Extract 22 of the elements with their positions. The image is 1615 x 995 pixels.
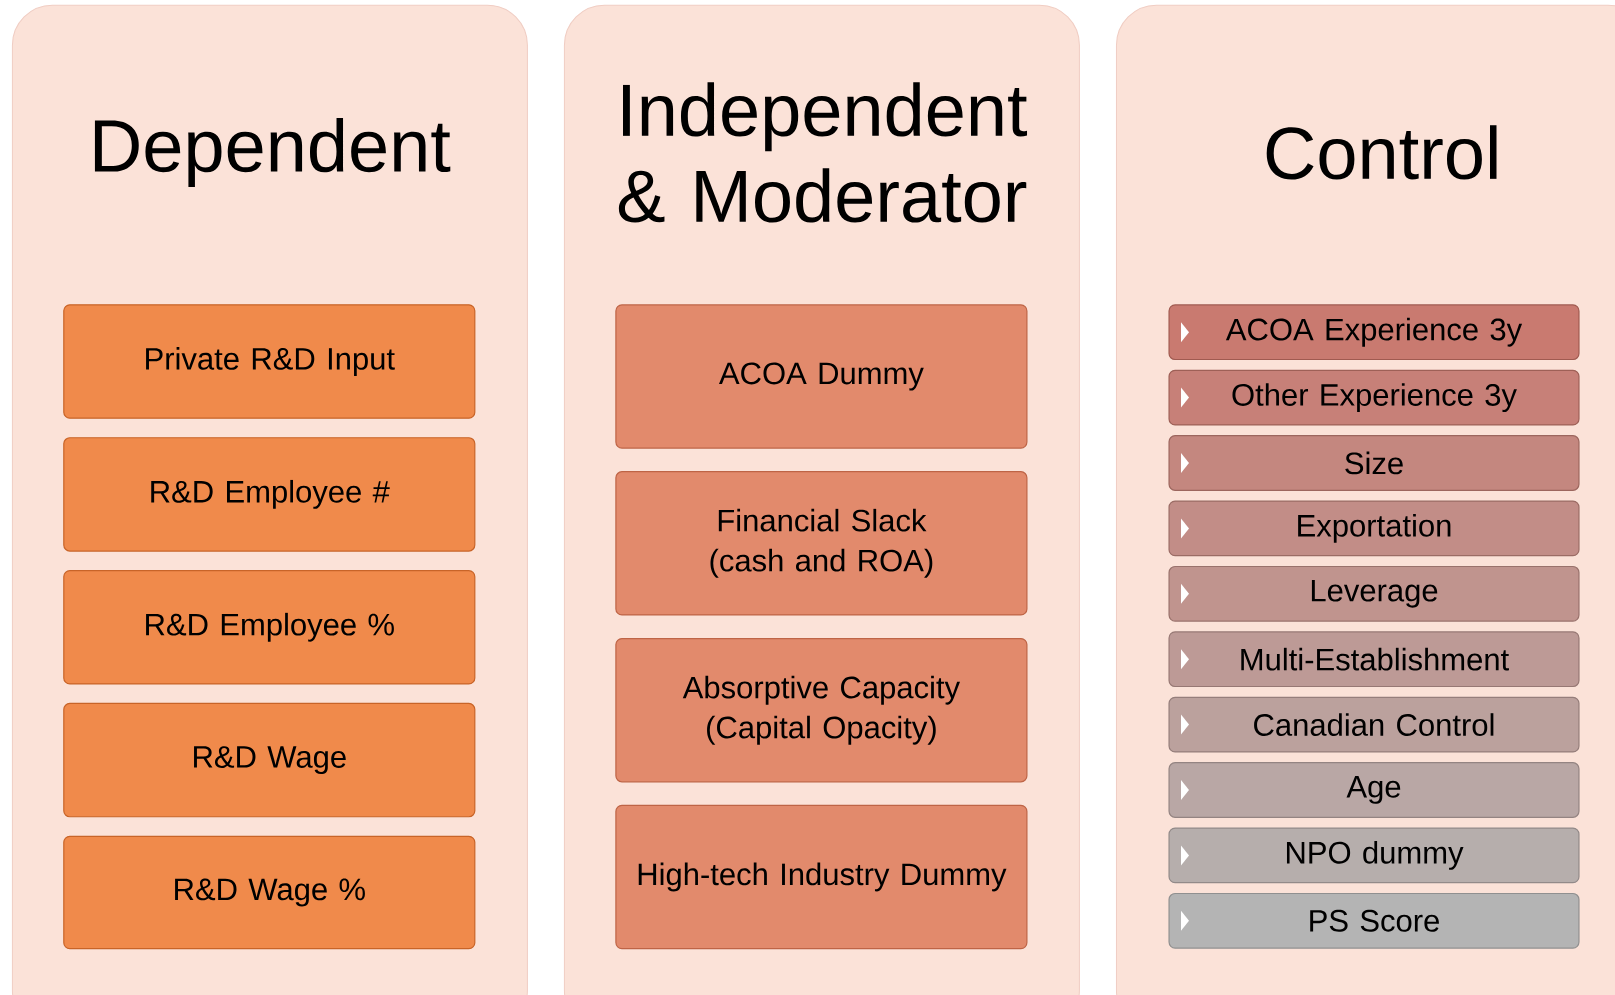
variable-box: ACOA Experience 3y	[1168, 304, 1580, 361]
variable-box: Exportation	[1168, 500, 1580, 557]
variable-box: R&D Wage	[63, 702, 476, 818]
variable-box: NPO dummy	[1168, 827, 1580, 884]
variable-box: R&D Employee #	[63, 437, 476, 552]
variable-box: Multi-Establishment	[1168, 631, 1580, 688]
variable-box: R&D Employee %	[63, 570, 476, 685]
column-heading: Dependent	[94, 117, 451, 187]
variable-box: Leverage	[1168, 565, 1580, 622]
variable-box: R&D Wage %	[63, 835, 476, 950]
variable-box: Other Experience 3y	[1168, 369, 1580, 426]
variable-box: Absorptive Capacity (Capital Opacity)	[615, 638, 1028, 783]
variable-box: PS Score	[1168, 892, 1580, 949]
column-heading: Independent & Moderator	[618, 82, 1027, 223]
variable-box: High-tech Industry Dummy	[615, 804, 1028, 950]
variable-box: Financial Slack (cash and ROA)	[615, 471, 1028, 616]
variable-box: Size	[1168, 435, 1580, 491]
variable-box: ACOA Dummy	[615, 304, 1028, 449]
column-heading: Control	[1266, 125, 1497, 180]
variable-box: Private R&D Input	[63, 304, 476, 419]
variable-box: Canadian Control	[1168, 696, 1580, 753]
variable-box: Age	[1168, 762, 1580, 818]
